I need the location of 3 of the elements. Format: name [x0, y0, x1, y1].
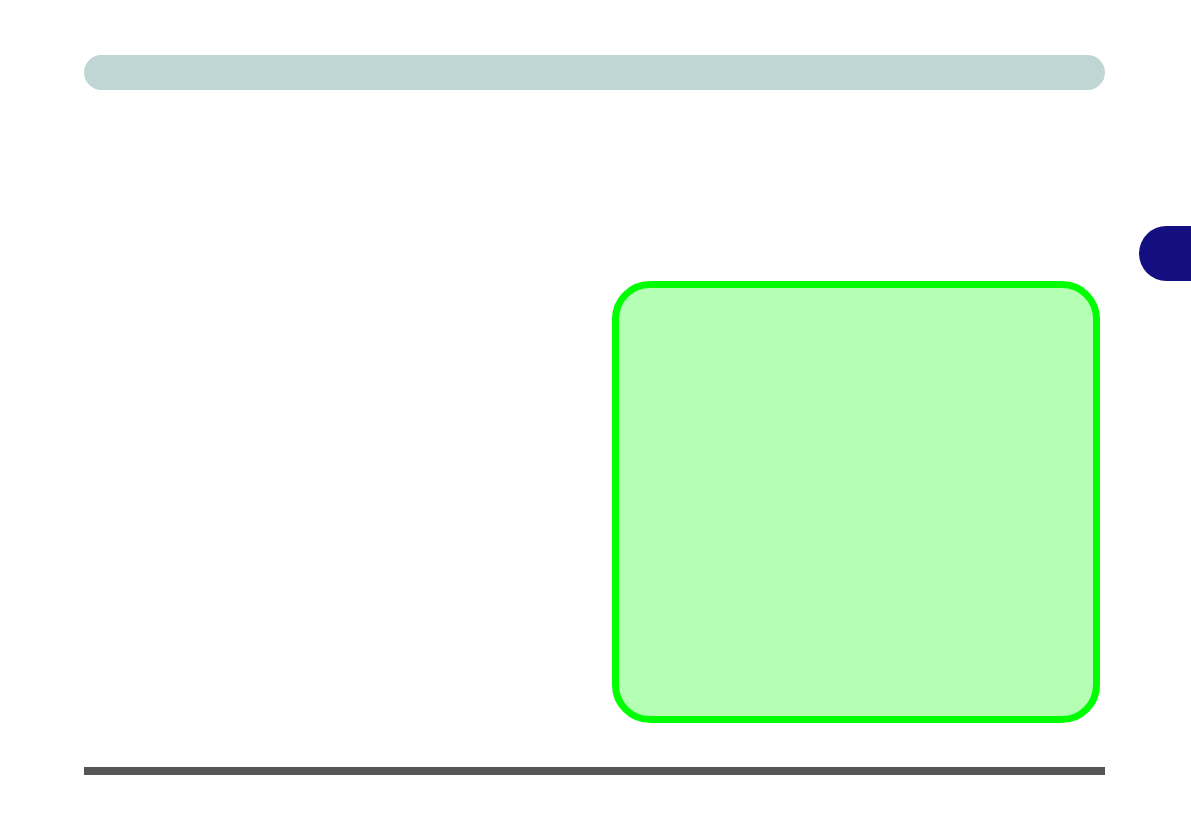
chapter-tab: [1139, 226, 1191, 281]
header-band: [84, 55, 1105, 90]
note-box: [612, 281, 1100, 723]
